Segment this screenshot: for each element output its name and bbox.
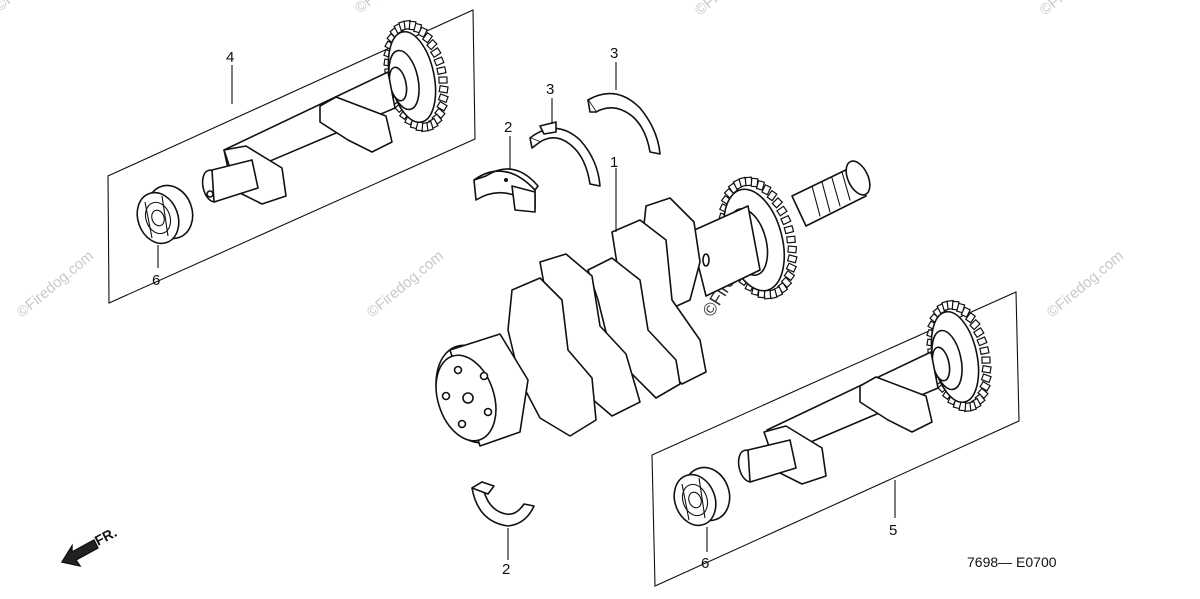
gear-tooth bbox=[981, 365, 992, 374]
thrust-washer-a: 3 bbox=[529, 81, 601, 187]
front-direction-arrow: FR. bbox=[60, 524, 119, 568]
callout-3-a: 3 bbox=[546, 81, 554, 98]
callout-2-lower: 2 bbox=[502, 561, 510, 578]
balancer-shaft-lower bbox=[737, 351, 939, 485]
callout-6-lower: 6 bbox=[701, 555, 709, 572]
gear-tooth bbox=[436, 100, 448, 112]
gear-tooth bbox=[766, 189, 778, 202]
gear-tooth bbox=[972, 327, 985, 339]
balancer-gear-upper bbox=[383, 19, 449, 133]
gear-tooth bbox=[785, 262, 798, 273]
watermark: ©Firedog.com bbox=[352, 0, 435, 17]
diagram-code: 7698— E0700 bbox=[967, 554, 1057, 570]
gear-tooth bbox=[787, 245, 798, 254]
ball-bearing-lower bbox=[673, 466, 731, 527]
watermark: ©Firedog.com bbox=[692, 0, 775, 19]
gear-tooth bbox=[960, 306, 971, 318]
group-box-upper bbox=[107, 9, 476, 304]
gear-tooth bbox=[421, 31, 434, 44]
gear-tooth bbox=[436, 66, 447, 76]
gear-tooth bbox=[979, 346, 990, 356]
gear-tooth bbox=[776, 205, 788, 217]
balancer-shaft-assembly-lower: 5 6 bbox=[651, 291, 1020, 587]
balancer-gear-lower bbox=[926, 299, 992, 413]
callout-4: 4 bbox=[226, 49, 234, 66]
gear-tooth bbox=[981, 356, 991, 364]
watermark: ©Firedog.com bbox=[0, 0, 75, 15]
gear-tooth bbox=[786, 235, 796, 244]
gear-tooth bbox=[417, 26, 428, 38]
group-box-lower bbox=[651, 291, 1020, 587]
gear-tooth bbox=[755, 179, 766, 191]
callout-1: 1 bbox=[610, 154, 618, 171]
gear-tooth bbox=[437, 93, 449, 104]
gear-tooth bbox=[976, 336, 988, 347]
gear-tooth bbox=[980, 373, 992, 384]
gear-tooth bbox=[438, 76, 448, 84]
watermark: ©Firedog.com bbox=[1037, 0, 1120, 19]
gear-tooth bbox=[761, 184, 772, 196]
watermark: ©Firedog.com bbox=[364, 247, 447, 321]
ball-bearing-upper bbox=[136, 184, 194, 245]
gear-tooth bbox=[426, 38, 438, 51]
watermark: ©Firedog.com bbox=[1044, 247, 1127, 321]
gear-tooth bbox=[438, 85, 449, 94]
crankshaft-bearing-lower: 2 bbox=[471, 481, 535, 578]
balancer-shaft-upper bbox=[201, 71, 396, 205]
gear-tooth bbox=[786, 254, 798, 264]
gear-tooth bbox=[429, 47, 442, 59]
gear-tooth bbox=[783, 225, 795, 235]
gear-tooth bbox=[780, 214, 792, 226]
gear-tooth bbox=[783, 270, 796, 282]
callout-3-b: 3 bbox=[610, 45, 618, 62]
balancer-shaft-assembly-upper: 4 6 bbox=[107, 9, 476, 304]
gear-tooth bbox=[969, 318, 981, 331]
gear-tooth bbox=[979, 380, 991, 392]
callout-5: 5 bbox=[889, 522, 897, 539]
callout-6-upper: 6 bbox=[152, 272, 160, 289]
thrust-washer-b: 3 bbox=[587, 45, 661, 155]
crankshaft-bearing-upper: 2 bbox=[473, 119, 539, 213]
watermark: ©Firedog.com bbox=[14, 247, 97, 321]
gear-tooth bbox=[433, 56, 445, 67]
callout-2-upper: 2 bbox=[504, 119, 512, 136]
gear-tooth bbox=[771, 197, 784, 209]
crankshaft: 1 bbox=[435, 154, 871, 447]
gear-tooth bbox=[964, 311, 977, 324]
arrow-icon bbox=[60, 539, 99, 568]
